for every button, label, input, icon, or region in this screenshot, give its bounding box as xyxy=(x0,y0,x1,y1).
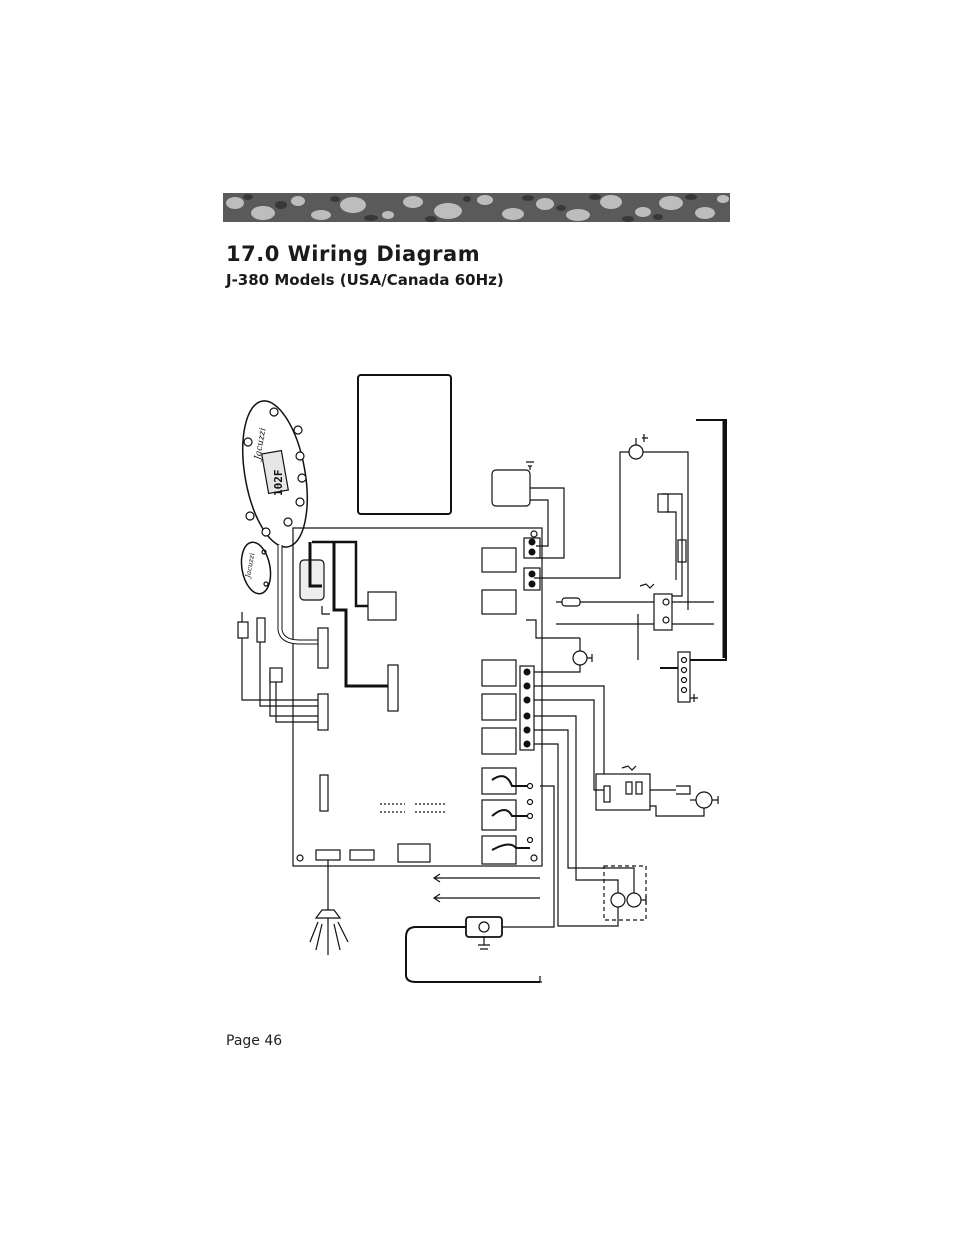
circuit-board xyxy=(292,527,543,867)
page-subtitle: J-380 Models (USA/Canada 60Hz) xyxy=(226,271,504,289)
header-banner xyxy=(223,193,730,222)
page-number: Page 46 xyxy=(226,1033,283,1049)
aux-panel-brand: Jacuzzi xyxy=(244,552,257,580)
cover-plate xyxy=(357,374,452,515)
page-title: 17.0 Wiring Diagram xyxy=(226,242,481,266)
main-control-panel: Jacuzzi 102F xyxy=(242,400,308,548)
aux-control-panel: Jacuzzi xyxy=(240,541,272,595)
temperature-readout: 102F xyxy=(272,470,285,497)
wiring-diagram: Jacuzzi 102F Jacuzzi xyxy=(230,370,740,990)
